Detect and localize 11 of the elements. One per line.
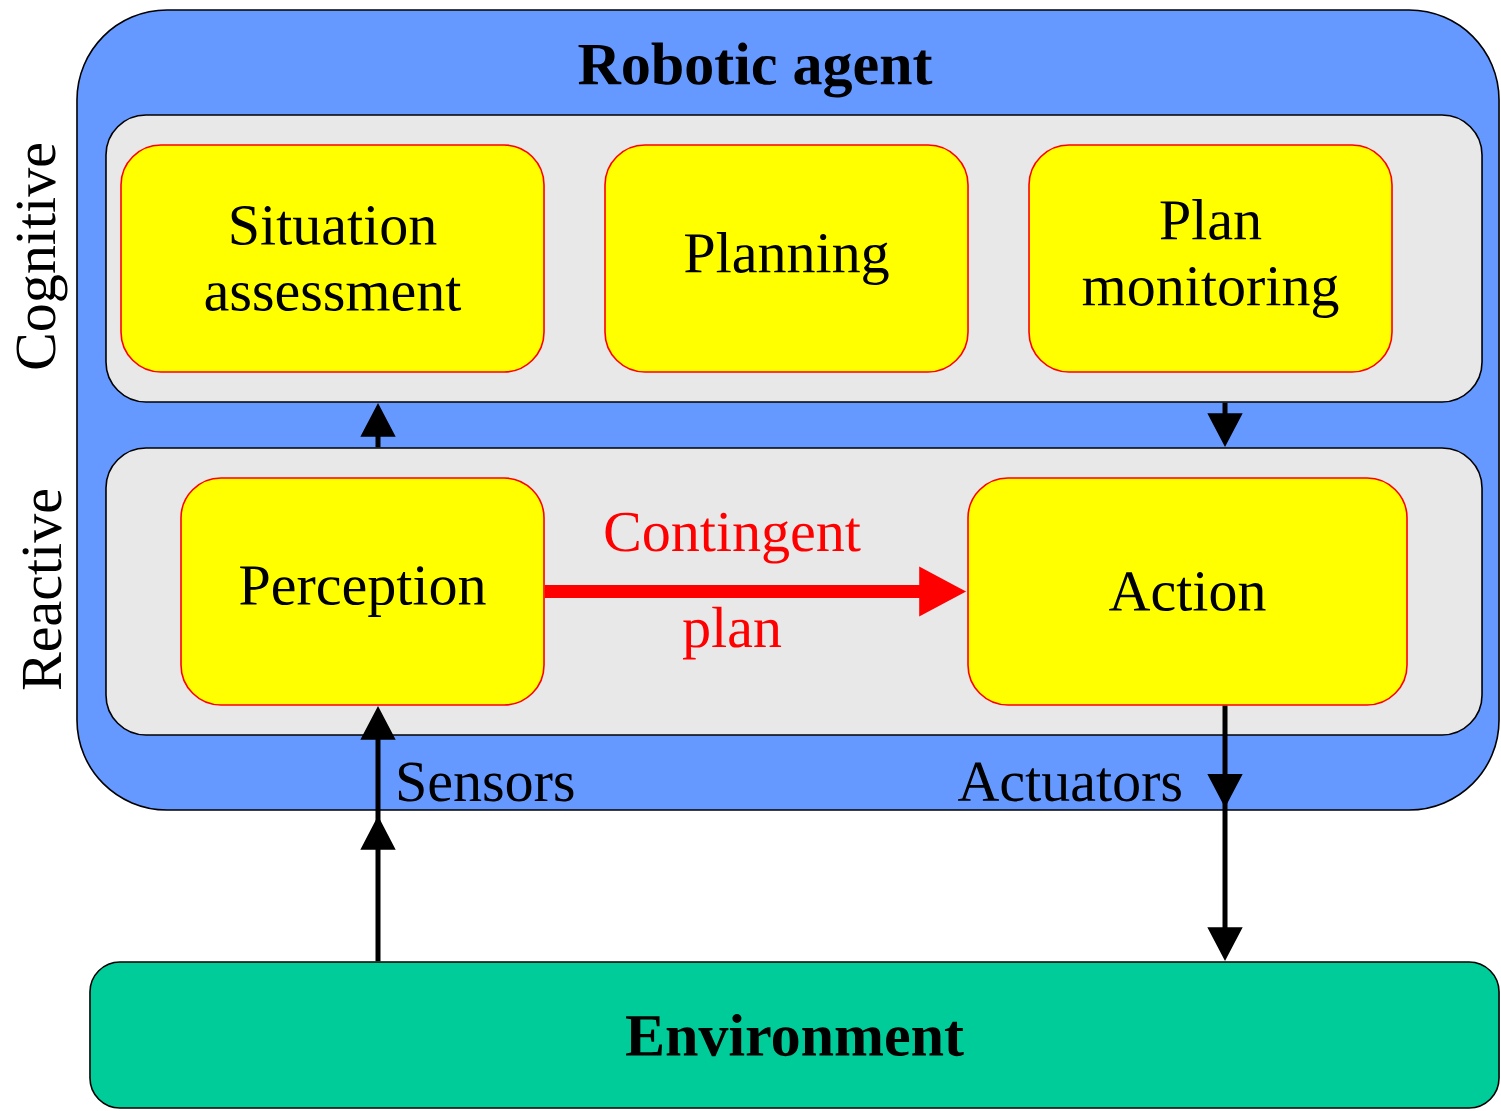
process-box: Perception <box>180 477 545 706</box>
edge-label: Contingent plan <box>605 512 861 660</box>
node-label: Reactive <box>22 490 62 690</box>
process-box: Planning <box>604 144 969 373</box>
edge-label: Sensors <box>398 762 574 802</box>
node-label: Cognitive <box>16 144 68 369</box>
process-box: Action <box>967 477 1408 706</box>
process-box: Situation assessment <box>120 144 545 373</box>
environment-box: Environment <box>89 961 1500 1109</box>
edge-label: Actuators <box>958 762 1181 802</box>
process-box: Plan monitoring <box>1028 144 1393 373</box>
